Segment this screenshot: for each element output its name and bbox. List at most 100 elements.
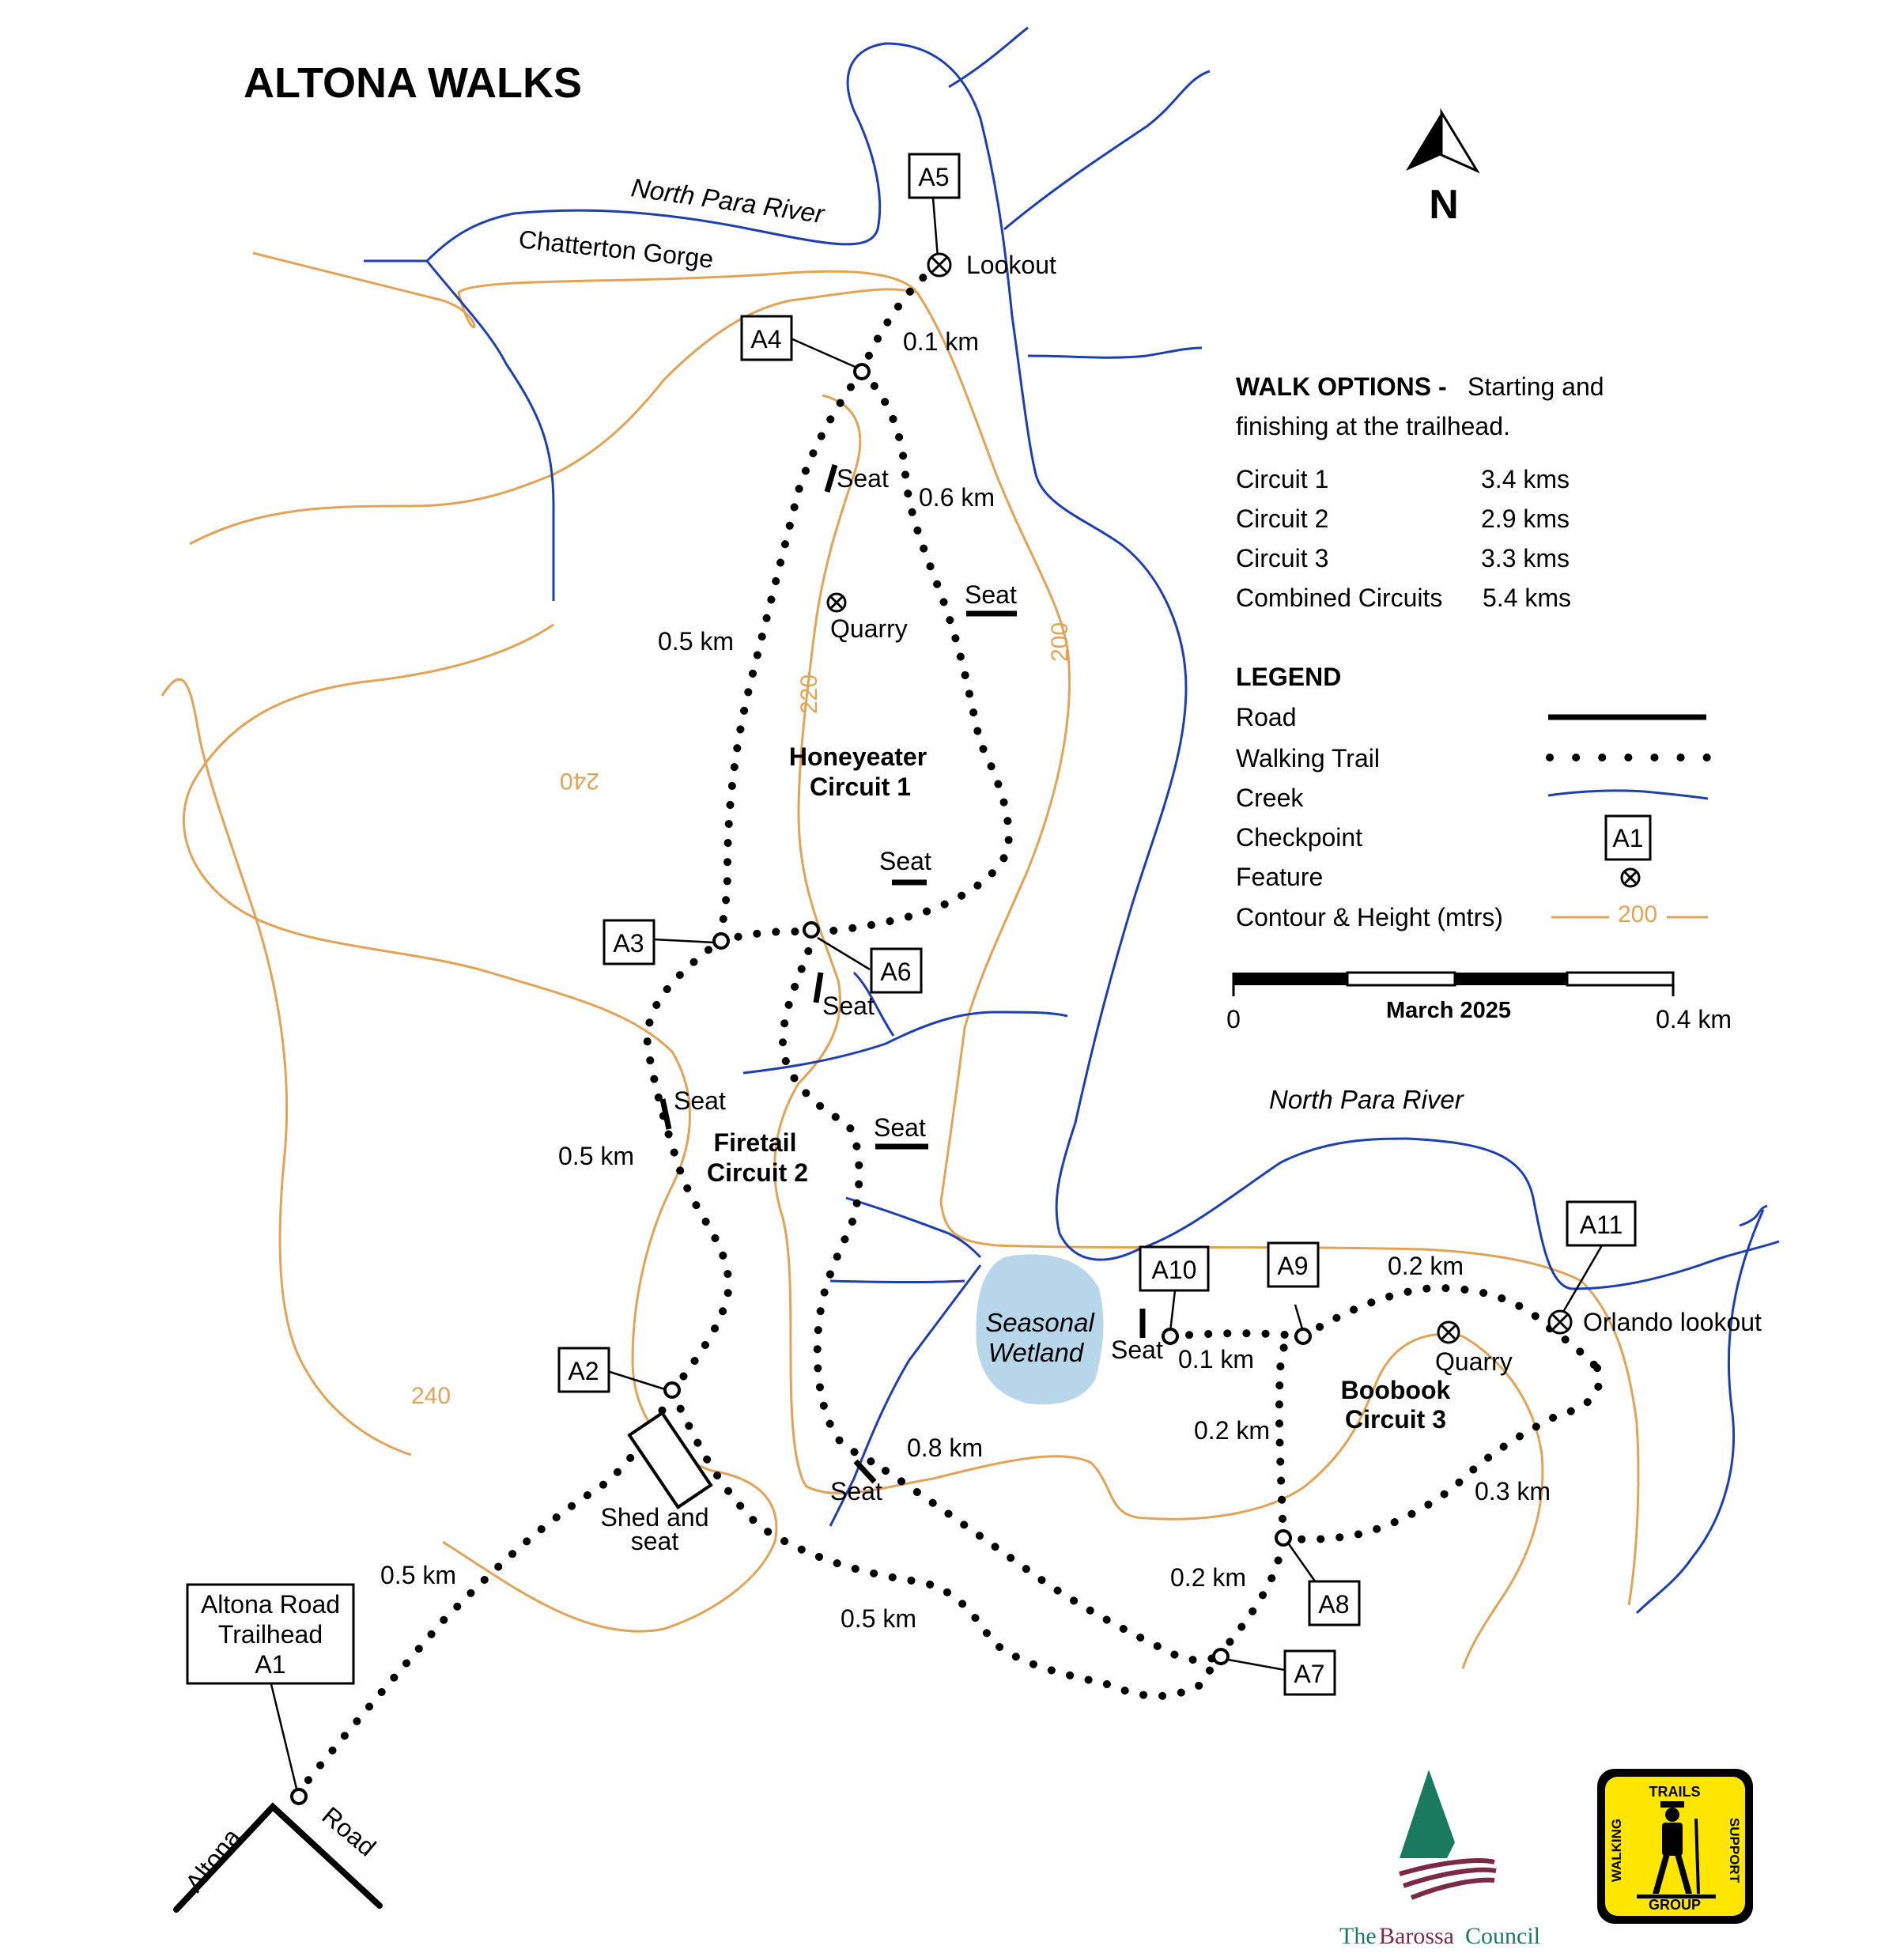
- node-a1: [290, 1788, 308, 1805]
- trail-a3-a6: [716, 927, 818, 945]
- circuit2-sub: Circuit 2: [707, 1158, 808, 1187]
- cp-a1-label-3: A1: [255, 1650, 285, 1679]
- contour-label-240-upside: 240: [560, 768, 599, 794]
- trail-a9-a11: [1299, 1284, 1601, 1372]
- wtsg-top: TRAILS: [1649, 1784, 1701, 1800]
- cp-a1-box: [186, 1583, 355, 1685]
- cp-a4-box: [740, 315, 793, 361]
- leader-a11: [1558, 1245, 1604, 1318]
- dist-shed-a7: 0.5 km: [841, 1604, 916, 1633]
- cp-a11-box: [1566, 1200, 1637, 1247]
- wtsg-left: WALKING: [1609, 1819, 1624, 1882]
- cp-a10-label: A10: [1152, 1256, 1197, 1284]
- leader-a7: [1223, 1657, 1286, 1672]
- feature-label-shed-1: Shed and: [600, 1503, 708, 1532]
- road-label-altona: Altona: [179, 1823, 246, 1897]
- contour-200-inner: [1461, 1335, 1544, 1669]
- trail-a11-a8: [1279, 1364, 1604, 1543]
- legend-trail-label: Walking Trail: [1236, 744, 1380, 773]
- creek-mid-west: [742, 1011, 1068, 1075]
- contour-240-west: [161, 678, 412, 1456]
- legend: LEGEND Road Walking Trail Creek Checkpoi…: [1236, 663, 1712, 931]
- feature-quarry1-symbol: [826, 592, 847, 613]
- walk-options-heading: WALK OPTIONS -: [1236, 372, 1447, 401]
- legend-checkpoint-label: Checkpoint: [1236, 823, 1362, 852]
- walk-row-1-distance: 3.4 kms: [1481, 465, 1570, 493]
- circuit1-name: Honeyeater: [789, 742, 927, 771]
- contour-label-200: 200: [1047, 622, 1073, 662]
- cp-a1-label-2: Trailhead: [218, 1620, 323, 1649]
- trail-a1-a2: [293, 1388, 676, 1799]
- north-arrow-icon-right: [1440, 108, 1480, 174]
- contour-label-220: 220: [796, 674, 822, 714]
- trail-a4-a3: [716, 368, 866, 945]
- legend-checkpoint-box: [1604, 814, 1652, 861]
- creek-a6: [852, 971, 895, 1037]
- leader-a8: [1286, 1541, 1319, 1585]
- roads: [173, 1802, 383, 1913]
- dist-a4-left: 0.5 km: [658, 627, 734, 655]
- cp-a8-label: A8: [1318, 1590, 1349, 1619]
- seat-label-8: Seat: [830, 1477, 882, 1506]
- cp-a9-box: [1267, 1241, 1320, 1288]
- legend-contour-label: Contour & Height (mtrs): [1236, 903, 1503, 931]
- hiker-icon: [1637, 1801, 1716, 1898]
- creeks: [364, 26, 1780, 1615]
- wtsg-logo: TRAILS GROUP WALKING SUPPORT: [1597, 1769, 1753, 1924]
- circuit3-name: Boobook: [1341, 1376, 1451, 1404]
- legend-feature-label: Feature: [1236, 863, 1323, 891]
- contour-240: [182, 623, 778, 1633]
- checkpoint-boxes: A5 A4 A3 A6 A2 Altona Road Trailhead A1 …: [186, 153, 1637, 1696]
- scale-bar: 0 March 2025 0.4 km: [1226, 971, 1732, 1033]
- walk-row-4-name: Combined Circuits: [1236, 584, 1442, 612]
- scale-date: March 2025: [1386, 998, 1511, 1023]
- council-tree-highlight: [1429, 1770, 1459, 1850]
- dist-a1-a2: 0.5 km: [380, 1561, 456, 1589]
- seasonal-wetland: [976, 1254, 1104, 1405]
- leader-a10: [1169, 1290, 1177, 1332]
- walk-options-subtitle-2: finishing at the trailhead.: [1236, 412, 1510, 440]
- seat-bar-8: [853, 1459, 877, 1484]
- creek-east-tip: [1739, 1204, 1768, 1227]
- legend-heading: LEGEND: [1236, 663, 1341, 691]
- contour-200: [916, 292, 1640, 1606]
- seat-bar-4: [813, 972, 824, 1003]
- wtsg-right: SUPPORT: [1727, 1818, 1742, 1883]
- seat-label-4: Seat: [822, 992, 875, 1020]
- creek-north-east-2: [1003, 70, 1211, 231]
- contour-220: [189, 288, 1464, 1521]
- seat-bar-1: [824, 464, 838, 493]
- feature-orlando-symbol: [1547, 1309, 1573, 1335]
- legend-checkpoint-sample: A1: [1612, 824, 1643, 852]
- legend-feature-sample: [1620, 867, 1641, 888]
- leader-a3: [652, 938, 716, 944]
- leader-a5: [931, 197, 939, 259]
- dist-a4-right: 0.6 km: [919, 483, 995, 512]
- seat-label-3: Seat: [879, 847, 931, 875]
- dist-a8-a7: 0.2 km: [1170, 1563, 1246, 1592]
- river-label-north-para-top: North Para River: [629, 172, 827, 229]
- feature-label-lookout: Lookout: [966, 251, 1056, 279]
- cp-a2-label: A2: [568, 1357, 599, 1385]
- dist-a10-a9: 0.1 km: [1178, 1345, 1254, 1373]
- circuit1-sub: Circuit 1: [810, 773, 911, 801]
- north-arrow-icon: [1406, 112, 1441, 171]
- legend-creek-label: Creek: [1236, 784, 1304, 812]
- walk-row-2-name: Circuit 2: [1236, 504, 1328, 533]
- feature-lookout-symbol: [927, 252, 952, 278]
- trail-a2-a3: [643, 937, 733, 1396]
- contour-220-gorge: [252, 251, 919, 329]
- circuit3-sub: Circuit 3: [1345, 1405, 1446, 1434]
- scale-start: 0: [1226, 1005, 1241, 1033]
- trail-a4-east: [810, 368, 1013, 937]
- cp-a5-box: [908, 153, 961, 199]
- feature-label-quarry-2: Quarry: [1435, 1347, 1513, 1376]
- gorge-label-chatterton: Chatterton Gorge: [517, 225, 715, 274]
- seat-label-2: Seat: [965, 580, 1017, 609]
- walk-row-2-distance: 2.9 kms: [1481, 504, 1570, 533]
- leader-a6: [817, 936, 871, 971]
- leader-a4: [790, 337, 859, 370]
- feature-label-quarry-1: Quarry: [830, 614, 908, 643]
- creek-east: [1027, 346, 1203, 359]
